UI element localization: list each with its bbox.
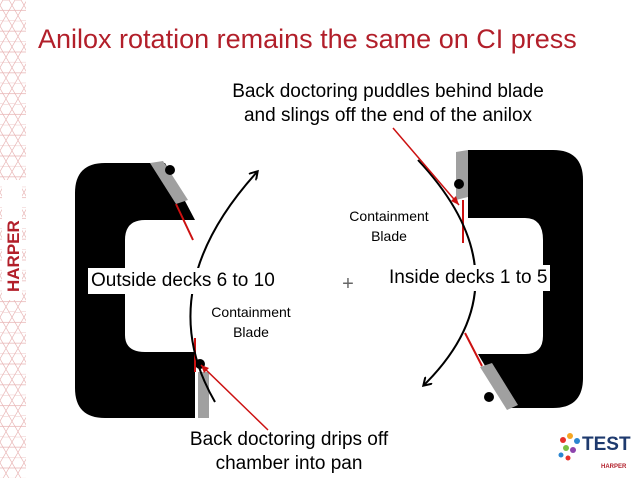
containment-blade-label-right: Containment Blade (334, 206, 444, 246)
right-top-bolt (454, 179, 464, 189)
containment-left-line2: Blade (233, 324, 269, 340)
bottom-annotation: Back doctoring drips off chamber into pa… (164, 428, 414, 476)
top-annotation-line2: and slings off the end of the anilox (243, 105, 533, 126)
containment-right-line2: Blade (371, 228, 407, 244)
test-logo-dots (558, 433, 580, 461)
bottom-annotation-line2: chamber into pan (215, 453, 363, 474)
test-logo: TEST HARPER (558, 433, 631, 470)
center-mark: + (342, 273, 354, 295)
left-deck-label: Outside decks 6 to 10 (88, 268, 278, 294)
containment-left-line1: Containment (211, 304, 291, 320)
top-annotation-line1: Back doctoring puddles behind blade (232, 81, 544, 102)
left-top-blade (150, 161, 188, 204)
right-bottom-blade (480, 363, 518, 410)
slide-title: Anilox rotation remains the same on CI p… (38, 24, 577, 54)
bottom-annotation-leader (200, 364, 269, 431)
bottom-leader-arrowhead (201, 365, 209, 373)
left-top-red-blade (175, 203, 194, 241)
bottom-annotation-line1: Back doctoring drips off (189, 429, 389, 450)
left-doctor-chamber (75, 161, 209, 418)
harper-sidebar-logo: HARPER (2, 180, 23, 300)
svg-text:HARPER: HARPER (4, 220, 23, 292)
containment-right-line1: Containment (349, 208, 429, 224)
left-top-bolt (165, 165, 175, 175)
top-annotation-leader (392, 127, 460, 206)
right-doctor-chamber (454, 150, 583, 410)
top-annotation: Back doctoring puddles behind blade and … (208, 80, 568, 128)
sidebar-hex-pattern: HARPER (0, 0, 26, 478)
top-leader-arrowhead (451, 196, 459, 205)
right-bottom-bolt (484, 392, 494, 402)
right-bottom-red-blade (464, 332, 483, 367)
test-logo-brand: HARPER (601, 464, 627, 470)
test-logo-word: TEST (582, 434, 631, 455)
containment-blade-label-left: Containment Blade (196, 302, 306, 342)
right-top-blade (456, 150, 468, 200)
right-deck-label: Inside decks 1 to 5 (386, 265, 551, 291)
